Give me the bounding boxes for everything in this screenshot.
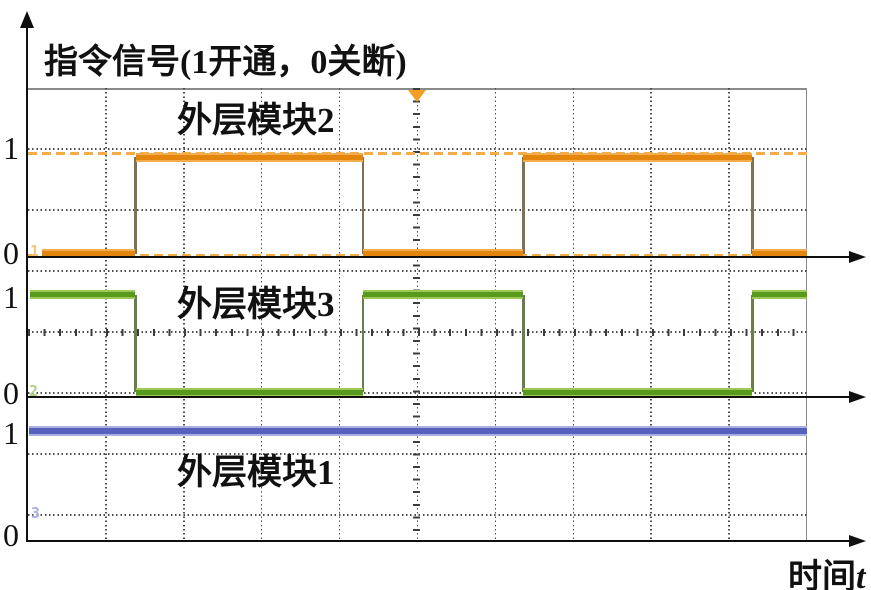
tick-ch2-high: 1 bbox=[3, 279, 19, 315]
channel-marker-1: 1 bbox=[30, 242, 40, 260]
waveform-segment-ch2 bbox=[362, 290, 524, 299]
series-label-module2: 外层模块2 bbox=[177, 101, 335, 140]
x-axis-arrow-icon-channel1 bbox=[849, 250, 866, 263]
waveform-segment-ch1 bbox=[135, 152, 363, 162]
gridline-vertical bbox=[494, 88, 497, 542]
waveform-edge-ch2 bbox=[361, 294, 365, 392]
waveform-edge-ch1 bbox=[522, 157, 525, 254]
scope-border-right bbox=[805, 88, 807, 542]
x-axis-line-channel3 bbox=[26, 540, 850, 542]
channel-marker-3: 3 bbox=[31, 504, 41, 522]
x-axis-label: 时间t bbox=[788, 549, 865, 590]
gridline-vertical bbox=[183, 88, 185, 542]
gridline-vertical bbox=[728, 88, 730, 542]
reference-dash-level1 bbox=[28, 151, 807, 155]
waveform-segment-ch1 bbox=[523, 152, 753, 162]
waveform-edge-ch1 bbox=[751, 157, 754, 254]
waveform-segment-ch2 bbox=[752, 290, 807, 299]
waveform-segment-ch1 bbox=[42, 249, 136, 258]
waveform-edge-ch2 bbox=[751, 294, 754, 392]
waveform-segment-ch1 bbox=[752, 249, 807, 258]
tick-ch1-low: 0 bbox=[3, 235, 19, 271]
gridline-vertical bbox=[338, 88, 341, 542]
waveform-edge-ch2 bbox=[134, 294, 137, 392]
waveform-segment-ch1 bbox=[362, 249, 524, 258]
x-axis-arrow-icon-channel3 bbox=[849, 535, 866, 547]
series-label-module3: 外层模块3 bbox=[177, 285, 335, 324]
waveform-edge-ch1 bbox=[361, 157, 365, 254]
y-axis-line bbox=[26, 22, 28, 542]
gridline-vertical bbox=[105, 88, 107, 542]
center-vertical-graduated-line bbox=[412, 88, 420, 542]
tick-ch3-low: 0 bbox=[3, 517, 19, 553]
waveform-segment-ch2 bbox=[30, 290, 136, 299]
waveform-segment-ch3 bbox=[28, 426, 807, 436]
x-axis-line-channel1 bbox=[26, 255, 850, 258]
tick-ch3-high: 1 bbox=[3, 415, 19, 451]
waveform-edge-ch2 bbox=[522, 294, 525, 392]
waveform-edge-ch1 bbox=[134, 157, 137, 254]
tick-ch1-high: 1 bbox=[3, 130, 19, 166]
x-axis-label-variable: t bbox=[856, 559, 866, 590]
y-axis-arrow-icon bbox=[20, 11, 34, 28]
channel-marker-2: 2 bbox=[29, 382, 39, 400]
trigger-marker-icon bbox=[407, 90, 426, 102]
series-label-module1: 外层模块1 bbox=[177, 453, 335, 492]
gridline-vertical bbox=[260, 88, 263, 542]
x-axis-line-channel2 bbox=[26, 395, 850, 398]
center-horizontal-graduated-line bbox=[28, 328, 807, 336]
gridline-vertical bbox=[650, 88, 652, 542]
gridline-vertical bbox=[572, 88, 575, 542]
waveform-segment-ch2 bbox=[523, 387, 753, 397]
x-axis-arrow-icon-channel2 bbox=[849, 390, 866, 403]
figure-title: 指令信号(1开通，0关断) bbox=[44, 44, 407, 81]
tick-ch2-low: 0 bbox=[3, 375, 19, 411]
waveform-segment-ch2 bbox=[135, 387, 363, 397]
x-axis-label-text: 时间 bbox=[788, 559, 856, 590]
